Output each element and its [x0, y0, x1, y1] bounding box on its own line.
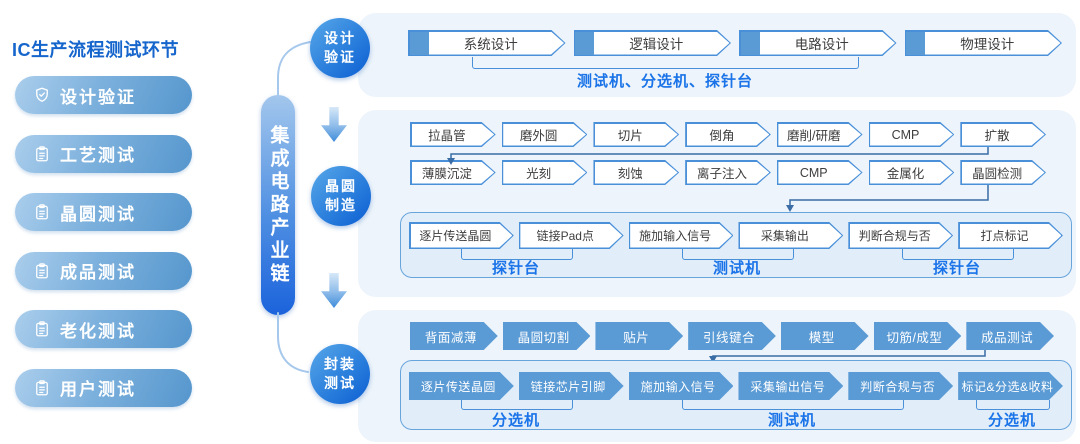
process-step: 刻蚀	[593, 160, 679, 185]
process-step: 施加输入信号	[629, 372, 734, 400]
process-step: 磨外圆	[502, 122, 588, 147]
process-step: 成品测试	[966, 322, 1054, 350]
process-step: 标记&分选&收料	[958, 372, 1063, 400]
equipment-bracket	[472, 57, 859, 69]
process-step: 施加输入信号	[629, 222, 734, 249]
test-stage-list: 设计验证工艺测试晶圆测试成品测试老化测试用户测试	[15, 76, 192, 407]
equipment-bracket	[682, 400, 904, 410]
stage-circle-label: 制造	[325, 197, 357, 213]
process-step: 扩散	[960, 122, 1046, 147]
clipboard-icon	[33, 262, 51, 280]
process-step: 贴片	[595, 322, 683, 350]
stage-circle-design-verification: 设计验证	[310, 18, 370, 78]
stage-circle-wafer-fabrication: 晶圆制造	[311, 166, 371, 226]
equipment-label: 探针台	[932, 260, 982, 277]
process-step: 切片	[593, 122, 679, 147]
shield-check-icon	[33, 86, 51, 104]
page-title: IC生产流程测试环节	[12, 40, 179, 60]
sidebar-pill: 用户测试	[15, 368, 192, 407]
package-testing-card: 背面减薄晶圆切割贴片引线键合模型切筋/成型成品测试 逐片传送晶圆链接芯片引脚施加…	[358, 310, 1076, 442]
industry-chain-pill: 集成电路产业链	[261, 95, 295, 315]
clipboard-icon	[33, 145, 51, 163]
sidebar-pill: 设计验证	[15, 76, 192, 114]
sidebar-pill: 晶圆测试	[15, 193, 192, 231]
equipment-bracket	[902, 249, 1014, 260]
process-step: 薄膜沉淀	[410, 160, 496, 185]
process-step: 链接芯片引脚	[519, 372, 624, 400]
equipment-label: 测试机	[712, 260, 762, 277]
process-step: CMP	[869, 122, 955, 147]
process-step: 倒角	[685, 122, 771, 147]
process-step: 背面减薄	[410, 322, 498, 350]
sidebar-pill-label: 老化测试	[60, 321, 136, 341]
process-step: 光刻	[502, 160, 588, 185]
design-verification-card: 系统设计逻辑设计电路设计物理设计 测试机、分选机、探针台	[358, 13, 1076, 97]
process-step: 磨削/研磨	[777, 122, 863, 147]
wafer-test-steps-row: 逐片传送晶圆链接Pad点施加输入信号采集输出判断合规与否打点标记	[409, 222, 1063, 249]
sidebar-pill-label: 成品测试	[60, 263, 136, 282]
step-accent-square	[409, 31, 429, 55]
design-steps-row: 系统设计逻辑设计电路设计物理设计	[408, 30, 1062, 56]
sidebar-pill-label: 用户测试	[60, 380, 136, 399]
equipment-label: 探针台	[491, 260, 541, 277]
process-step: 拉晶管	[410, 122, 496, 147]
process-step: 金属化	[869, 160, 955, 185]
equipment-label: 分选机	[987, 412, 1037, 429]
process-step: 物理设计	[905, 30, 1063, 56]
equipment-bracket	[461, 400, 573, 410]
step-accent-square	[740, 31, 760, 55]
sidebar-pill: 工艺测试	[15, 134, 192, 173]
package-test-steps-row: 逐片传送晶圆链接芯片引脚施加输入信号采集输出信号判断合规与否标记&分选&收料	[409, 372, 1063, 400]
stage-circle-label: 设计	[324, 30, 356, 47]
process-step: 采集输出信号	[738, 372, 843, 400]
clipboard-icon	[33, 379, 51, 397]
step-accent-square	[575, 31, 594, 55]
process-step: 逻辑设计	[574, 30, 732, 56]
stage-circle-label: 封装	[324, 356, 356, 373]
sidebar-pill-label: 设计验证	[60, 87, 136, 107]
equipment-label: 测试机	[767, 412, 817, 429]
sidebar-pill-label: 工艺测试	[60, 146, 136, 165]
equipment-bracket	[976, 400, 1050, 410]
stage-circle-label: 测试	[324, 375, 356, 391]
process-step: 切筋/成型	[874, 322, 962, 350]
stage-circle-label: 晶圆	[325, 178, 357, 195]
process-step: 引线键合	[688, 322, 776, 350]
equipment-label: 分选机	[491, 412, 541, 429]
sidebar-pill: 成品测试	[15, 251, 192, 290]
process-step: 采集输出	[738, 222, 843, 249]
package-steps-row: 背面减薄晶圆切割贴片引线键合模型切筋/成型成品测试	[410, 322, 1054, 350]
process-step: 逐片传送晶圆	[409, 372, 514, 400]
clipboard-icon	[33, 320, 51, 338]
package-test-subcard: 逐片传送晶圆链接芯片引脚施加输入信号采集输出信号判断合规与否标记&分选&收料 分…	[400, 360, 1072, 430]
step-accent-square	[906, 31, 925, 55]
process-step: 判断合规与否	[848, 372, 953, 400]
process-step: CMP	[777, 160, 863, 185]
equipment-bracket	[682, 249, 794, 260]
process-step: 系统设计	[408, 30, 566, 56]
wafer-test-subcard: 逐片传送晶圆链接Pad点施加输入信号采集输出判断合规与否打点标记 探针台 测试机…	[400, 212, 1072, 278]
process-step: 打点标记	[958, 222, 1063, 249]
equipment-label: 测试机、分选机、探针台	[576, 73, 754, 90]
equipment-bracket	[461, 249, 573, 260]
industry-chain-label: 集成电路产业链	[267, 124, 289, 286]
process-step: 电路设计	[739, 30, 897, 56]
process-step: 逐片传送晶圆	[409, 222, 514, 249]
clipboard-icon	[33, 203, 51, 221]
sidebar-pill-label: 晶圆测试	[60, 204, 136, 224]
process-step: 晶圆切割	[503, 322, 591, 350]
process-step: 模型	[781, 322, 869, 350]
process-step: 链接Pad点	[519, 222, 624, 249]
process-step: 离子注入	[685, 160, 771, 185]
down-arrow-icon	[321, 107, 347, 142]
sidebar-pill: 老化测试	[15, 310, 192, 348]
down-arrow-icon	[321, 273, 347, 308]
process-step: 判断合规与否	[848, 222, 953, 249]
stage-circle-package-testing: 封装测试	[310, 344, 370, 404]
stage-circle-label: 验证	[324, 49, 356, 65]
process-step: 晶圆检测	[960, 160, 1046, 185]
